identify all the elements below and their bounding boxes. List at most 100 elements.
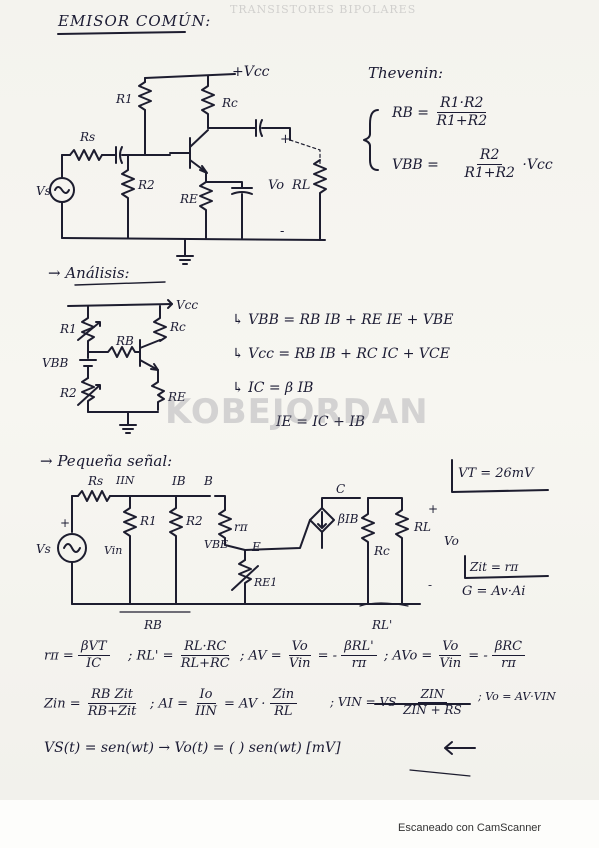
- c1-r1-label: R1: [116, 92, 133, 106]
- a-re-label: RE: [168, 390, 186, 404]
- zin-fraction: RB Zit RB+Zit: [85, 687, 140, 720]
- av2-fraction: βRL' rπ: [341, 639, 377, 672]
- rpi-denominator: IC: [86, 656, 102, 672]
- zit-box-text: Zit = rπ: [470, 560, 519, 574]
- ss-rpi-label: rπ: [234, 520, 248, 534]
- re1-resistor: [238, 559, 252, 605]
- rb-denominator: R1+R2: [436, 113, 488, 130]
- vt-box-text: VT = 26mV: [458, 466, 534, 481]
- formula-vo: ; Vo = AV·VIN: [478, 690, 556, 703]
- avo2-fraction: βRC rπ: [491, 639, 526, 672]
- rb-underbrace-label: RB: [144, 618, 162, 632]
- ss-plus-left: +: [60, 516, 71, 530]
- c1-vs-label: Vs: [36, 184, 51, 198]
- ai-numerator: Io: [196, 687, 216, 705]
- ai2-fraction: Zin RL: [269, 687, 298, 720]
- avo-eq: = -: [468, 648, 488, 664]
- rb-resistor: [87, 346, 141, 358]
- av-numerator: Vo: [288, 639, 311, 657]
- avo2-denominator: rπ: [501, 656, 516, 672]
- formula-rl-prime: ; RL' = RL·RC RL+RC: [128, 639, 233, 672]
- a-rb-label: RB: [116, 334, 134, 348]
- c1-minus: -: [280, 224, 285, 239]
- rpi-numerator: βVT: [77, 639, 110, 657]
- small-signal-title: → Pequeña señal:: [40, 452, 173, 470]
- c1-vcc-label: +Vcc: [232, 64, 270, 80]
- c1-re-label: RE: [180, 192, 198, 206]
- av-eq: = -: [317, 648, 338, 664]
- ss-r1-label: R1: [140, 514, 157, 528]
- r2-resistor: [121, 154, 135, 239]
- r1-ss-resistor: [123, 495, 137, 605]
- ss-rs-label: Rs: [88, 474, 104, 488]
- ss-ib-label: IB: [172, 474, 186, 488]
- ss-vs-label: Vs: [36, 542, 51, 556]
- r1-resistor: [138, 81, 152, 111]
- vin-fraction: ZIN ZIN + RS: [400, 687, 465, 718]
- ss-minus-right: -: [428, 578, 433, 592]
- vin-numerator: ZIN: [417, 687, 448, 704]
- av-denominator: Vin: [288, 656, 311, 672]
- av-fraction: Vo Vin: [286, 639, 314, 672]
- page-title: EMISOR COMÚN:: [58, 12, 212, 30]
- zin-lhs: Zin =: [44, 696, 81, 712]
- a-r2-label: R2: [60, 386, 77, 400]
- formula-zin: Zin = RB Zit RB+Zit: [44, 687, 140, 720]
- rpi-resistor: [218, 509, 232, 546]
- analysis-title: → Análisis:: [48, 264, 130, 282]
- ss-iin-label: IIN: [116, 474, 135, 487]
- formula-vin: ; VIN = VS ZIN ZIN + RS: [330, 687, 465, 718]
- vbb-denominator: R1+R2: [464, 165, 515, 182]
- rlp-lhs: ; RL' =: [128, 648, 174, 664]
- ai2-numerator: Zin: [269, 687, 298, 705]
- rpi-lhs: rπ =: [44, 648, 74, 664]
- ss-vo-label: Vo: [444, 534, 459, 548]
- rlp-fraction: RL·RC RL+RC: [178, 639, 233, 672]
- a-vcc-label: Vcc: [176, 298, 199, 312]
- analysis-eq4: IE = IC + IB: [276, 414, 366, 430]
- arrow-back: [444, 741, 476, 755]
- av2-denominator: rπ: [351, 656, 367, 672]
- rb-numerator: R1·R2: [437, 95, 487, 114]
- formula-av: ; AV = Vo Vin = - βRL' rπ: [240, 639, 377, 672]
- a-vbb-label: VBB: [42, 356, 69, 370]
- ai-lhs: ; AI =: [150, 696, 189, 712]
- r1-analysis-resistor: [81, 305, 95, 353]
- formula-rpi: rπ = βVT IC: [44, 639, 110, 672]
- title-underline: [57, 31, 186, 35]
- c1-r2-label: R2: [138, 178, 155, 192]
- c1-rc-label: Rc: [222, 96, 238, 110]
- c1-plus: +: [280, 132, 291, 147]
- bleed-through-title: TRANSISTORES BIPOLARES: [230, 3, 417, 16]
- avo-lhs: ; AVo =: [384, 648, 433, 664]
- ss-vin-label: Vin: [104, 544, 123, 557]
- ai-denominator: IIN: [195, 704, 217, 720]
- dependent-source: [309, 507, 335, 533]
- rc-ss-resistor: [361, 497, 375, 605]
- c1-rs-label: Rs: [80, 130, 96, 144]
- zin-numerator: RB Zit: [88, 687, 136, 705]
- c1-vo-label: Vo: [268, 178, 285, 193]
- ai-fraction: Io IIN: [192, 687, 220, 720]
- vin-denominator: ZIN + RS: [403, 703, 462, 718]
- rlp-denominator: RL+RC: [180, 656, 230, 672]
- rc-resistor: [201, 75, 215, 129]
- rlp-numerator: RL·RC: [181, 639, 230, 657]
- ss-re1-label: RE1: [254, 576, 278, 589]
- rb-fraction: R1·R2 R1+R2: [433, 95, 490, 130]
- ss-vbe-label: VBE: [204, 538, 229, 551]
- a-r1-label: R1: [60, 322, 77, 336]
- ss-rc-label: Rc: [374, 544, 390, 558]
- ss-c-label: C: [336, 482, 346, 496]
- rpi-fraction: βVT IC: [77, 639, 110, 672]
- c1-rl-label: RL: [292, 178, 311, 193]
- vbb-lhs: VBB =: [392, 156, 439, 173]
- vbb-numerator: R2: [476, 147, 503, 166]
- avo-denominator: Vin: [439, 656, 462, 672]
- rs-resistor: [69, 149, 103, 161]
- thevenin-vbb: VBB = R2 R1+R2 ·Vcc: [392, 147, 553, 182]
- rs-ss-resistor: [77, 490, 111, 502]
- vbb-fraction: R2 R1+R2: [461, 147, 518, 182]
